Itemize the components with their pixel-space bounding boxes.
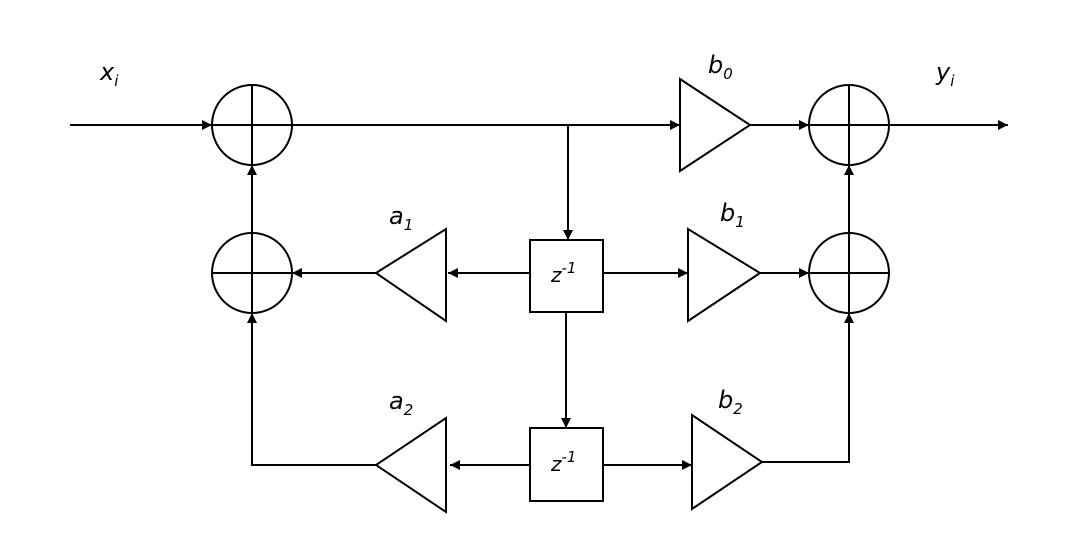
a2-to-adder-wire bbox=[247, 313, 376, 466]
adder-mid-right bbox=[808, 232, 890, 314]
gain-a2 bbox=[374, 416, 447, 514]
coef-label-b1: b1 bbox=[720, 199, 745, 231]
b2-to-adder-wire bbox=[762, 313, 854, 463]
delay-label-1: z-1 bbox=[550, 259, 576, 287]
gain-b2 bbox=[691, 413, 764, 511]
adder-top-left bbox=[211, 84, 293, 166]
gain-b1 bbox=[687, 227, 762, 323]
adder-mid-left bbox=[211, 232, 293, 314]
coef-label-a2: a2 bbox=[389, 387, 413, 419]
gain-a1 bbox=[374, 227, 447, 323]
delay-box-1 bbox=[529, 239, 604, 313]
output-label: yi bbox=[935, 58, 955, 90]
gain-b0 bbox=[679, 77, 752, 173]
delay-label-2: z-1 bbox=[550, 448, 576, 476]
coef-label-a1: a1 bbox=[389, 202, 413, 234]
coef-label-b0: b0 bbox=[708, 51, 733, 83]
delay-box-2 bbox=[529, 427, 604, 502]
coef-label-b2: b2 bbox=[718, 386, 743, 418]
adder-top-right bbox=[808, 84, 890, 166]
input-label: xi bbox=[99, 58, 119, 90]
